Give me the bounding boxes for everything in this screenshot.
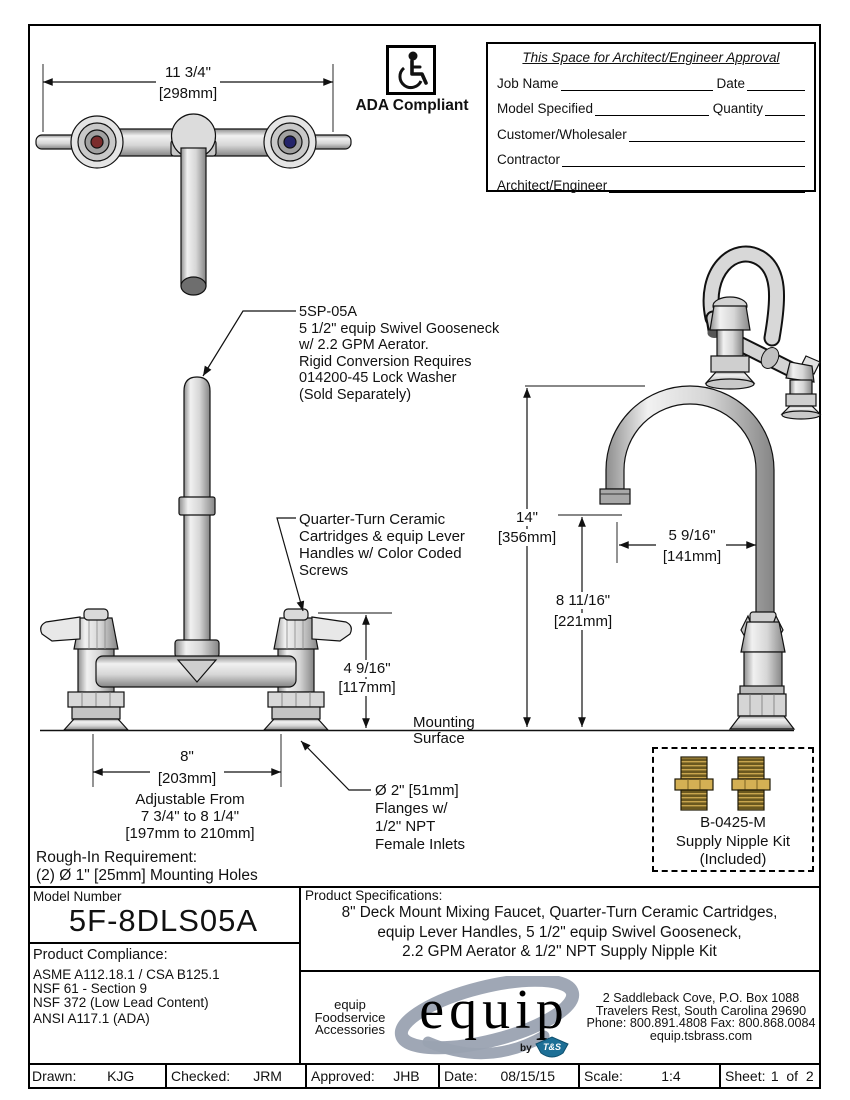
approval-row-job: Job Name Date — [497, 75, 805, 91]
approved-label: Approved: — [311, 1068, 375, 1084]
contractor-field[interactable] — [562, 153, 805, 167]
dim-height-mm: [356mm] — [494, 529, 560, 546]
approval-box: This Space for Architect/Engineer Approv… — [486, 42, 816, 193]
approval-row-customer: Customer/Wholesaler — [497, 126, 805, 142]
specs-box-bottom-line — [299, 970, 819, 972]
ts-badge-icon: T&S — [534, 1036, 569, 1058]
approval-row-model: Model Specified Quantity — [497, 101, 805, 116]
drawing-footer: Drawn: KJG Checked: JRM Approved: JHB Da… — [28, 1063, 819, 1087]
compliance-item: ANSI A117.1 (ADA) — [33, 1011, 150, 1027]
approval-title: This Space for Architect/Engineer Approv… — [522, 50, 780, 65]
dim-centers-in: 8" — [180, 748, 194, 765]
supply-kit-included: (Included) — [699, 851, 767, 868]
date-label: Date — [716, 75, 745, 91]
supply-kit-name: Supply Nipple Kit — [675, 832, 791, 850]
architect-field[interactable] — [609, 179, 805, 193]
rough-in-note: Rough-In Requirement: (2) Ø 1" [25mm] Mo… — [36, 849, 258, 884]
drawn-label: Drawn: — [32, 1068, 77, 1084]
approval-row-contractor: Contractor — [497, 152, 805, 167]
side-view-drawing — [599, 385, 796, 730]
quantity-field[interactable] — [765, 102, 805, 116]
logo-wordmark: equip — [419, 979, 569, 1041]
flange-callout: Ø 2" [51mm] Flanges w/ 1/2" NPT Female I… — [375, 782, 466, 853]
compliance-list: ASME A112.18.1 / CSA B125.1 NSF 61 - Sec… — [33, 968, 220, 1026]
footer-drawn-cell: Drawn: KJG — [28, 1065, 165, 1087]
dim-spread-mm: [298mm] — [158, 85, 218, 102]
customer-label: Customer/Wholesaler — [497, 126, 627, 142]
ada-symbol-box — [386, 45, 436, 95]
front-view-drawing — [40, 376, 352, 731]
footer-date-cell: Date: 08/15/15 — [438, 1065, 578, 1087]
dim-spout-clearance-mm: [221mm] — [550, 613, 616, 630]
dim-spout-clearance-in: 8 11/16" — [552, 592, 614, 609]
sheet-label: Sheet: — [725, 1068, 766, 1084]
title-block-vertical-divider — [299, 886, 301, 1065]
checked-value: JRM — [253, 1068, 282, 1084]
page-border — [28, 24, 821, 1089]
title-block-top-line — [28, 886, 819, 888]
supply-nipple-icons — [674, 756, 771, 811]
specs-label: Product Specifications: — [305, 888, 443, 903]
logo-byline: by T&S — [520, 1036, 570, 1061]
compliance-item: NSF 61 - Section 9 — [33, 980, 148, 996]
model-specified-label: Model Specified — [497, 101, 594, 116]
contractor-label: Contractor — [497, 152, 561, 167]
model-number: 5F-8DLS05A — [68, 903, 259, 938]
sheet-value: 1 of 2 — [770, 1068, 814, 1084]
job-name-field[interactable] — [560, 77, 714, 91]
customer-field[interactable] — [628, 128, 805, 142]
specs-text: 8" Deck Mount Mixing Faucet, Quarter-Tur… — [300, 903, 819, 962]
checked-label: Checked: — [171, 1068, 231, 1084]
equip-logo: equip by T&S — [392, 976, 596, 1062]
model-box-bottom-line — [28, 942, 299, 944]
specs-line: 2.2 GPM Aerator & 1/2" NPT Supply Nipple… — [402, 943, 717, 960]
supply-kit-box: B-0425-M Supply Nipple Kit (Included) — [652, 747, 814, 872]
model-specified-field[interactable] — [595, 102, 709, 116]
logo-swoosh-icon — [394, 976, 580, 1060]
date-value: 08/15/15 — [500, 1068, 555, 1084]
quantity-label: Quantity — [712, 101, 763, 116]
wheelchair-icon — [398, 51, 428, 90]
architect-label: Architect/Engineer — [497, 177, 608, 193]
specs-line: 8" Deck Mount Mixing Faucet, Quarter-Tur… — [341, 904, 778, 921]
dim-deck-to-top-in: 4 9/16" — [340, 660, 394, 677]
scale-label: Scale: — [584, 1068, 623, 1084]
adjustable-note: Adjustable From 7 3/4" to 8 1/4" [197mm … — [125, 791, 255, 842]
supply-kit-model: B-0425-M — [700, 814, 766, 831]
compliance-item: NSF 372 (Low Lead Content) — [33, 994, 209, 1010]
footer-approved-cell: Approved: JHB — [305, 1065, 438, 1087]
job-name-label: Job Name — [497, 75, 559, 91]
company-address: 2 Saddleback Cove, P.O. Box 1088 Travele… — [586, 991, 816, 1043]
drawn-value: KJG — [107, 1068, 135, 1084]
scale-value: 1:4 — [661, 1068, 681, 1084]
footer-checked-cell: Checked: JRM — [165, 1065, 305, 1087]
footer-scale-cell: Scale: 1:4 — [578, 1065, 719, 1087]
footer-sheet-cell: Sheet: 1 of 2 — [719, 1065, 819, 1087]
specs-line: equip Lever Handles, 5 1/2" equip Swivel… — [377, 923, 742, 941]
compliance-item: ASME A112.18.1 / CSA B125.1 — [33, 967, 220, 982]
compliance-label: Product Compliance: — [33, 947, 168, 963]
dim-spread-in: 11 3/4" — [165, 64, 211, 81]
model-number-label: Model Number — [33, 889, 122, 904]
dim-spout-reach-in: 5 9/16" — [668, 527, 716, 544]
dim-deck-to-top-mm: [117mm] — [335, 679, 399, 696]
dimension-lines — [42, 64, 756, 791]
dim-height-in: 14" — [512, 509, 542, 526]
svg-text:T&S: T&S — [543, 1042, 561, 1052]
date-field[interactable] — [747, 77, 805, 91]
ada-label: ADA Compliant — [355, 97, 469, 114]
approved-value: JHB — [393, 1068, 420, 1084]
cartridges-callout: Quarter-Turn Ceramic Cartridges & equip … — [299, 511, 465, 579]
dim-centers-mm: [203mm] — [157, 770, 217, 787]
brand-tagline: equip Foodservice Accessories — [314, 997, 386, 1038]
dim-spout-reach-mm: [141mm] — [662, 548, 722, 565]
date-label: Date: — [444, 1068, 478, 1084]
logo-by-text: by — [520, 1043, 532, 1054]
approval-row-architect: Architect/Engineer — [497, 177, 805, 193]
isometric-view-drawing — [702, 245, 822, 420]
top-view-drawing — [35, 113, 352, 296]
gooseneck-callout: 5SP-05A 5 1/2" equip Swivel Gooseneck w/… — [299, 304, 500, 403]
mounting-surface-label: Mounting Surface — [413, 714, 475, 747]
